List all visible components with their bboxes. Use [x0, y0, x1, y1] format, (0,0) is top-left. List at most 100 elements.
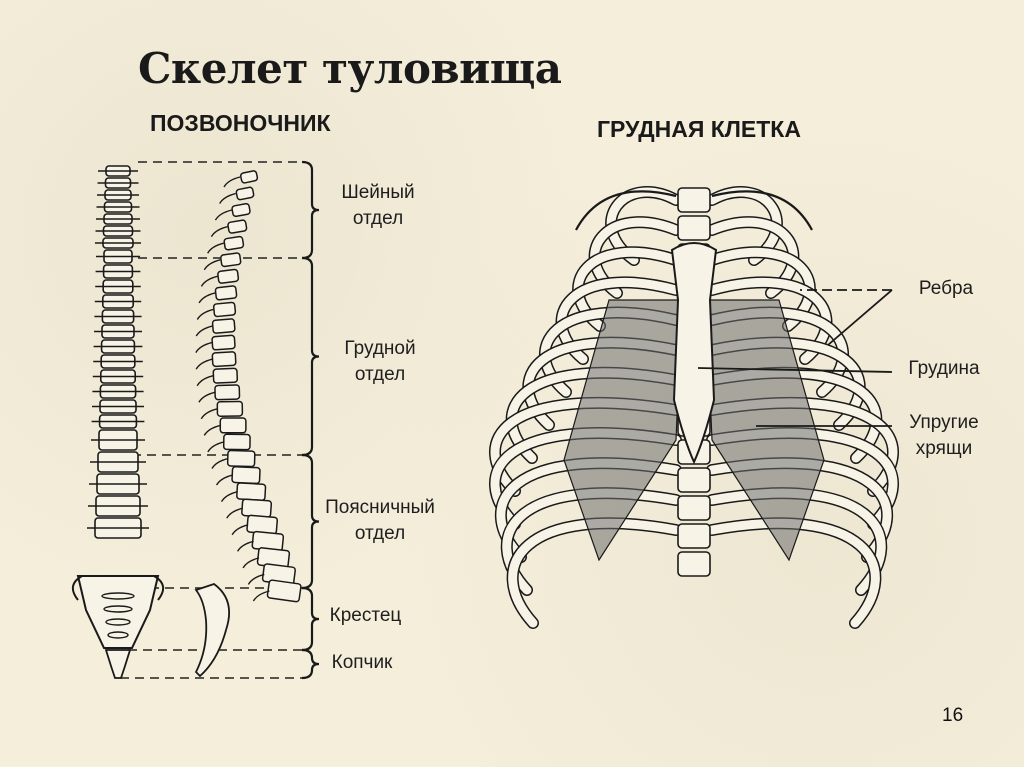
side-vertebra [231, 465, 261, 485]
label-lumbar: Поясничный отдел [310, 495, 450, 547]
side-vertebra [235, 186, 255, 201]
label-lumbar-line1: Поясничный [325, 497, 435, 518]
label-cervical-line2: отдел [352, 208, 404, 229]
sternum [670, 242, 718, 465]
side-spinous-process [215, 474, 233, 486]
side-spinous-process [207, 242, 224, 254]
ribcage-heading: ГРУДНАЯ КЛЕТКА [597, 116, 801, 142]
side-vertebra [217, 268, 240, 284]
bracket-3 [301, 586, 320, 652]
sternum-leader-line [697, 367, 893, 373]
label-cartilage: Упругие хрящи [894, 410, 994, 462]
ribcage-vertebra [677, 523, 711, 549]
side-vertebra [231, 202, 251, 218]
side-vertebra [216, 400, 244, 417]
label-thoracic-line2: отдел [354, 364, 406, 385]
front-sacrum-foramen [103, 605, 133, 613]
label-ribs: Ребра [918, 278, 974, 299]
label-cervical-line1: Шейный [341, 182, 415, 203]
bracket-4 [301, 648, 320, 680]
bracket-0 [301, 160, 320, 260]
side-vertebra [222, 433, 251, 451]
ribcage-vertebra [677, 495, 711, 521]
side-spinous-process [242, 557, 260, 569]
side-vertebra [226, 449, 256, 468]
slide-title: Скелет туловища [138, 44, 562, 93]
side-spinous-process [252, 590, 270, 602]
side-spinous-process [195, 358, 213, 370]
side-spinous-process [200, 275, 218, 287]
spine-heading: ПОЗВОНОЧНИК [150, 110, 331, 136]
side-vertebra [236, 482, 267, 502]
side-vertebra [219, 417, 247, 434]
label-sacrum-line1: Крестец [329, 605, 402, 626]
side-spinous-process [203, 424, 221, 436]
side-spinous-process [247, 573, 265, 585]
label-thoracic-line1: Грудной [344, 338, 416, 359]
label-sacrum: Крестец [318, 603, 413, 629]
side-spinous-process [198, 391, 216, 403]
label-sternum: Грудина [908, 358, 980, 379]
ribcage-vertebra [677, 215, 711, 241]
top-rib-left [575, 190, 677, 231]
side-spinous-process [210, 226, 228, 238]
side-spinous-process [226, 507, 243, 519]
side-vertebra [223, 235, 245, 251]
ribcage-leader-lines [697, 289, 893, 427]
ribcage-illustration [489, 186, 899, 629]
side-spinous-process [196, 375, 214, 387]
side-vertebra [214, 384, 241, 401]
bracket-1 [301, 256, 320, 457]
side-spinous-process [236, 540, 254, 552]
side-sacrum [194, 582, 230, 678]
label-coccyx-line1: Копчик [331, 652, 393, 673]
side-vertebra [214, 285, 238, 301]
side-spinous-process [198, 292, 216, 304]
ribs-leader-line-diagonal [827, 289, 893, 346]
label-thoracic: Грудной отдел [330, 336, 430, 388]
side-vertebra [266, 579, 302, 603]
front-coccyx [104, 649, 132, 679]
side-vertebra [211, 351, 237, 368]
side-vertebra [211, 318, 236, 334]
side-spinous-process [211, 457, 229, 469]
side-spinous-process [207, 441, 225, 453]
bracket-2 [301, 453, 320, 590]
front-sacrum-foramen [101, 592, 135, 600]
side-spinous-process [195, 341, 213, 353]
costal-cartilage-left [563, 299, 683, 562]
front-sacrum-foramen [105, 618, 131, 626]
side-vertebra [211, 334, 236, 351]
side-vertebra [212, 367, 239, 384]
label-cartilage-line1: Упругие [909, 412, 979, 433]
label-coccyx: Копчик [318, 650, 406, 676]
label-cervical: Шейный отдел [328, 180, 428, 232]
side-spinous-process [231, 524, 249, 536]
side-spinous-process [219, 192, 236, 204]
side-vertebra [220, 252, 242, 268]
spine-front-view [71, 165, 165, 679]
side-spinous-process [214, 209, 232, 221]
spine-side-view [194, 170, 302, 678]
label-lumbar-line2: отдел [354, 523, 406, 544]
front-sacrum-wing [71, 575, 165, 601]
ribcage-vertebra [677, 551, 711, 577]
side-spinous-process [200, 408, 218, 420]
section-brackets [301, 160, 320, 680]
side-vertebra [239, 170, 259, 184]
page-number: 16 [942, 705, 964, 726]
side-vertebra [212, 301, 237, 318]
front-sacrum-foramen [107, 631, 129, 639]
top-rib-right [711, 190, 813, 231]
side-spinous-process [203, 259, 221, 271]
side-spinous-process [223, 176, 241, 188]
side-vertebra [227, 219, 248, 234]
label-cartilage-line2: хрящи [915, 438, 973, 459]
ribcage-vertebra [677, 467, 711, 493]
side-spinous-process [196, 308, 214, 320]
side-spinous-process [195, 325, 213, 337]
side-spinous-process [220, 490, 238, 503]
ribcage-vertebra [677, 187, 711, 213]
side-vertebra [241, 498, 273, 518]
